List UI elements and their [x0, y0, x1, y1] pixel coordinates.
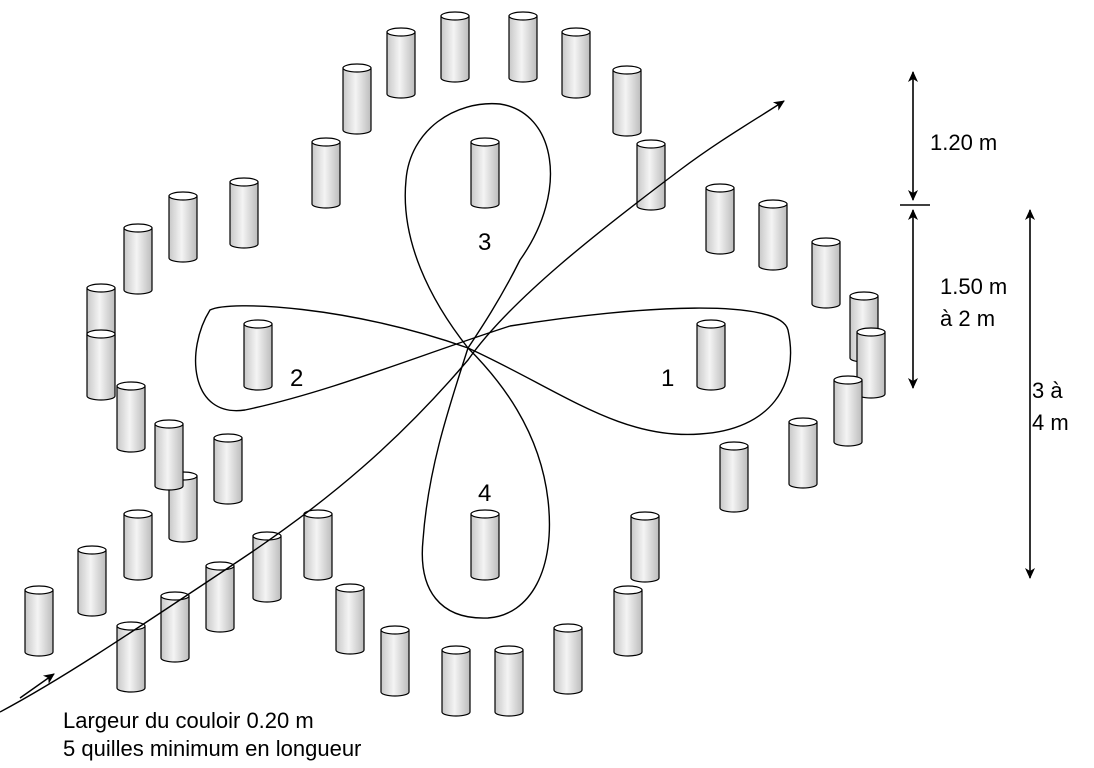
zone-label-3: 3	[478, 229, 491, 256]
pin	[213, 433, 243, 505]
pin	[719, 441, 749, 513]
pin	[561, 27, 591, 99]
pin	[311, 137, 341, 209]
pin	[612, 65, 642, 137]
pin	[630, 511, 660, 583]
pin	[252, 531, 282, 603]
zone-label-4: 4	[478, 480, 491, 507]
dim-top-label: 1.20 m	[930, 130, 997, 155]
pin	[696, 319, 726, 391]
loop-path-1	[467, 307, 792, 436]
pin	[303, 509, 333, 581]
pin	[335, 583, 365, 655]
pin	[116, 381, 146, 453]
dim-total-label-2: 4 m	[1032, 410, 1069, 435]
pin	[24, 585, 54, 657]
pin	[342, 63, 372, 135]
pin	[833, 375, 863, 447]
caption-line-2: 5 quilles minimum en longueur	[63, 736, 361, 761]
loop-path-4	[421, 347, 551, 619]
pin	[441, 645, 471, 717]
pin	[380, 625, 410, 697]
pin	[123, 509, 153, 581]
zone-label-1: 1	[661, 365, 674, 392]
pin	[160, 591, 190, 663]
pin	[470, 509, 500, 581]
pin	[811, 237, 841, 309]
pin	[705, 183, 735, 255]
pin	[636, 139, 666, 211]
pin	[553, 623, 583, 695]
pin	[386, 27, 416, 99]
pin	[229, 177, 259, 249]
loop-path-2	[194, 305, 511, 412]
pin	[168, 191, 198, 263]
pin	[494, 645, 524, 717]
pins-group	[24, 11, 886, 717]
pin	[470, 137, 500, 209]
pin	[205, 561, 235, 633]
pin	[440, 11, 470, 83]
pin	[86, 329, 116, 401]
pin	[758, 199, 788, 271]
caption-line-1: Largeur du couloir 0.20 m	[63, 708, 314, 733]
pin	[243, 319, 273, 391]
pin	[508, 11, 538, 83]
pin	[613, 585, 643, 657]
dim-total-label-1: 3 à	[1032, 378, 1063, 403]
corridor-entry-arrow	[19, 673, 55, 699]
corridor-arrow	[0, 100, 785, 713]
pin	[77, 545, 107, 617]
pin	[154, 419, 184, 491]
dim-mid-label-2: à 2 m	[940, 306, 995, 331]
pin	[788, 417, 818, 489]
pin	[123, 223, 153, 295]
zone-label-2: 2	[290, 365, 303, 392]
dim-mid-label-1: 1.50 m	[940, 274, 1007, 299]
pin	[116, 621, 146, 693]
loop-path-3	[404, 102, 552, 349]
